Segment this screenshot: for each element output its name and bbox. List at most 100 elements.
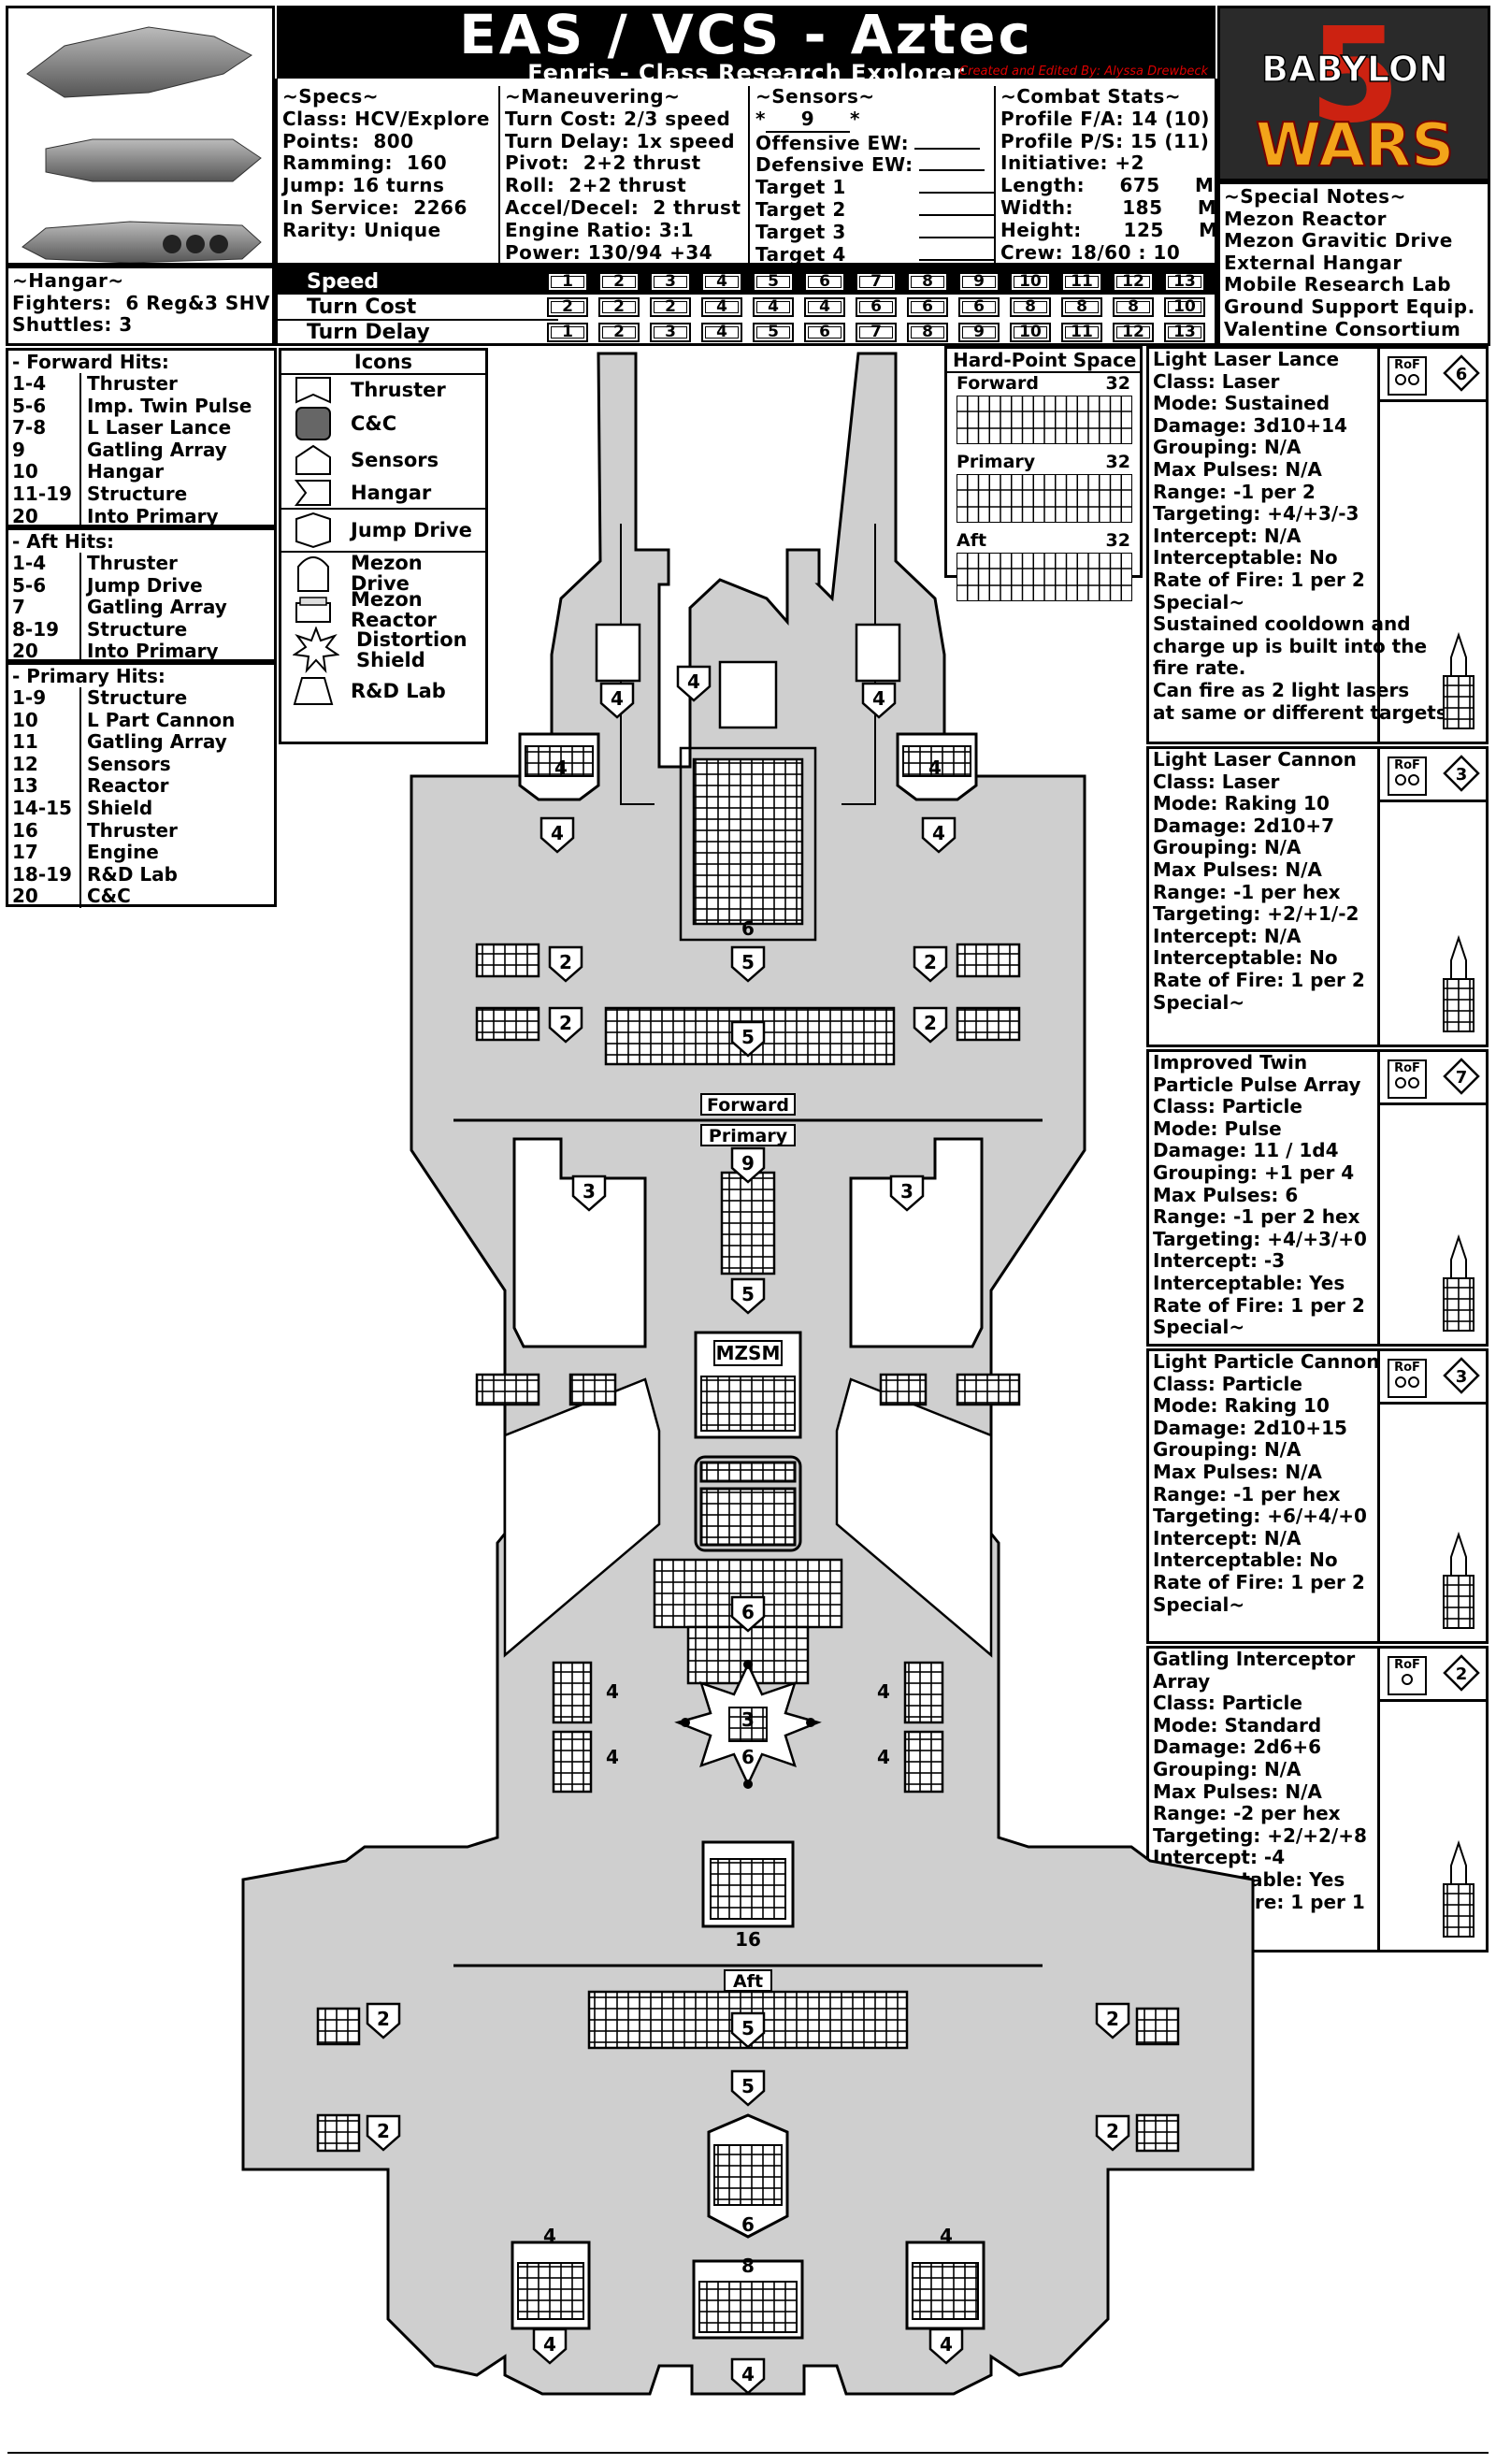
speed-cell[interactable]: 6 — [804, 322, 845, 342]
svg-text:8: 8 — [741, 2255, 755, 2277]
legend-sensors: Sensors — [281, 442, 485, 478]
speed-cell[interactable]: 2 — [547, 296, 588, 317]
speed-cell[interactable]: 6 — [856, 296, 897, 317]
speed-cell[interactable]: 4 — [701, 322, 742, 342]
rof-box[interactable]: RoF — [1388, 356, 1427, 396]
target-blank[interactable] — [918, 180, 994, 195]
hard-point-grid — [956, 552, 1140, 605]
svg-text:MZSM: MZSM — [716, 1342, 781, 1364]
speed-cell[interactable]: 8 — [1010, 296, 1051, 317]
svg-text:2: 2 — [559, 1012, 572, 1034]
speed-cell[interactable]: 11 — [1061, 322, 1102, 342]
armor-value-marker: 5 — [730, 2069, 766, 2107]
svg-text:BABYLON: BABYLON — [1261, 49, 1448, 90]
speed-cell[interactable]: 1 — [547, 271, 588, 292]
speed-cell[interactable]: 6 — [907, 296, 948, 317]
spec-line: Jump: 16 turns — [282, 174, 445, 197]
speed-cell[interactable]: 2 — [598, 296, 640, 317]
armor-value-marker: 4 — [877, 1680, 890, 1703]
combat-line: Height: 125 M — [1000, 218, 1218, 241]
speed-cell[interactable]: 6 — [958, 296, 1000, 317]
rof-box[interactable]: RoF — [1388, 1359, 1427, 1398]
speed-cell[interactable]: 2 — [650, 296, 691, 317]
ew-blank[interactable] — [914, 137, 981, 150]
speed-cell[interactable]: 7 — [856, 322, 897, 342]
weapon-stat: Interceptable: No — [1153, 946, 1338, 970]
weapon-name: Gatling Interceptor Array — [1153, 1648, 1356, 1693]
ship-image-box — [6, 6, 275, 266]
speed-table — [275, 266, 1217, 346]
speed-cell[interactable]: 4 — [804, 296, 845, 317]
svg-text:4: 4 — [928, 756, 942, 779]
target-blank[interactable] — [918, 225, 994, 238]
speed-cell[interactable]: 4 — [753, 296, 794, 317]
weapon-stat: Mode: Standard — [1153, 1713, 1322, 1736]
target-line[interactable]: Target 1 — [755, 176, 994, 199]
svg-text:2: 2 — [1456, 1664, 1468, 1684]
target-blank[interactable] — [918, 248, 994, 261]
speed-cell[interactable]: 10 — [1164, 296, 1205, 317]
ew-line[interactable]: Offensive EW: — [755, 132, 994, 155]
speed-cell[interactable]: 1 — [547, 322, 588, 342]
target-blank[interactable] — [918, 203, 994, 216]
svg-text:4: 4 — [940, 2225, 953, 2247]
speed-cell[interactable]: 9 — [958, 322, 1000, 342]
speed-cell[interactable]: 3 — [650, 271, 691, 292]
armor-value-marker: 2 — [366, 2114, 401, 2152]
speed-cell[interactable]: 12 — [1113, 271, 1154, 292]
speed-cell[interactable]: 13 — [1164, 271, 1205, 292]
speed-cell[interactable]: 3 — [650, 322, 691, 342]
target-line[interactable]: Target 2 — [755, 198, 994, 222]
forward-hits-heading: - Forward Hits: — [12, 351, 169, 373]
speed-cell[interactable]: 2 — [598, 322, 640, 342]
speed-cell[interactable]: 13 — [1164, 322, 1205, 342]
speed-cell[interactable]: 12 — [1113, 322, 1154, 342]
rof-box[interactable]: RoF — [1388, 756, 1427, 796]
weapon-stat: Targeting: +2/+2/+8 — [1153, 1823, 1367, 1847]
speed-cell[interactable]: 8 — [1113, 296, 1154, 317]
rof-box[interactable]: RoF — [1388, 1656, 1427, 1695]
target-line[interactable]: Target 4 — [755, 243, 994, 267]
speed-cell[interactable]: 4 — [701, 296, 742, 317]
page-bottom-rule — [7, 2452, 1489, 2454]
armor-diamond: 3 — [1443, 1357, 1480, 1394]
speed-cell[interactable]: 2 — [598, 271, 640, 292]
target-line[interactable]: Target 3 — [755, 221, 994, 244]
speed-cell[interactable]: 11 — [1061, 271, 1102, 292]
ew-blank[interactable] — [918, 158, 985, 172]
speed-cell[interactable]: 4 — [701, 271, 742, 292]
sensor-rating: *9* — [755, 108, 994, 133]
speed-cell[interactable]: 10 — [1010, 271, 1051, 292]
speed-cell[interactable]: 7 — [856, 271, 897, 292]
combat-line: Length: 675 M — [1000, 174, 1215, 197]
speed-cell[interactable]: 5 — [753, 271, 794, 292]
armor-value-marker: 4 — [554, 756, 568, 779]
armor-value-marker: 4 — [730, 2357, 766, 2395]
aft-label-tag: Aft — [724, 1969, 772, 1992]
svg-text:4: 4 — [940, 2333, 953, 2356]
weapon-name: Improved Twin Particle Pulse Array — [1153, 1051, 1361, 1096]
mezon-reactor-icon — [295, 597, 331, 623]
svg-text:6: 6 — [741, 917, 755, 940]
armor-value-marker: 4 — [606, 1680, 619, 1703]
speed-cell[interactable]: 5 — [753, 322, 794, 342]
weapon-stat: Damage: 2d10+7 — [1153, 814, 1335, 837]
speed-cell[interactable]: 8 — [907, 271, 948, 292]
speed-cell[interactable]: 8 — [1061, 296, 1102, 317]
speed-cell[interactable]: 9 — [958, 271, 1000, 292]
speed-cell[interactable]: 8 — [907, 322, 948, 342]
ew-line[interactable]: Defensive EW: — [755, 153, 994, 177]
speed-cell[interactable]: 10 — [1010, 322, 1051, 342]
ship-diagram: Forward Primary Aft MZSM — [241, 352, 1255, 2396]
speed-cell[interactable]: 6 — [804, 271, 845, 292]
ship-subtitle: Fenris - Class Research Explorer — [527, 60, 965, 86]
babylon5-wars-logo: 5 BABYLON WARS — [1220, 8, 1488, 179]
jump-drive-block — [699, 1487, 797, 1547]
rof-box[interactable]: RoF — [1388, 1059, 1427, 1099]
